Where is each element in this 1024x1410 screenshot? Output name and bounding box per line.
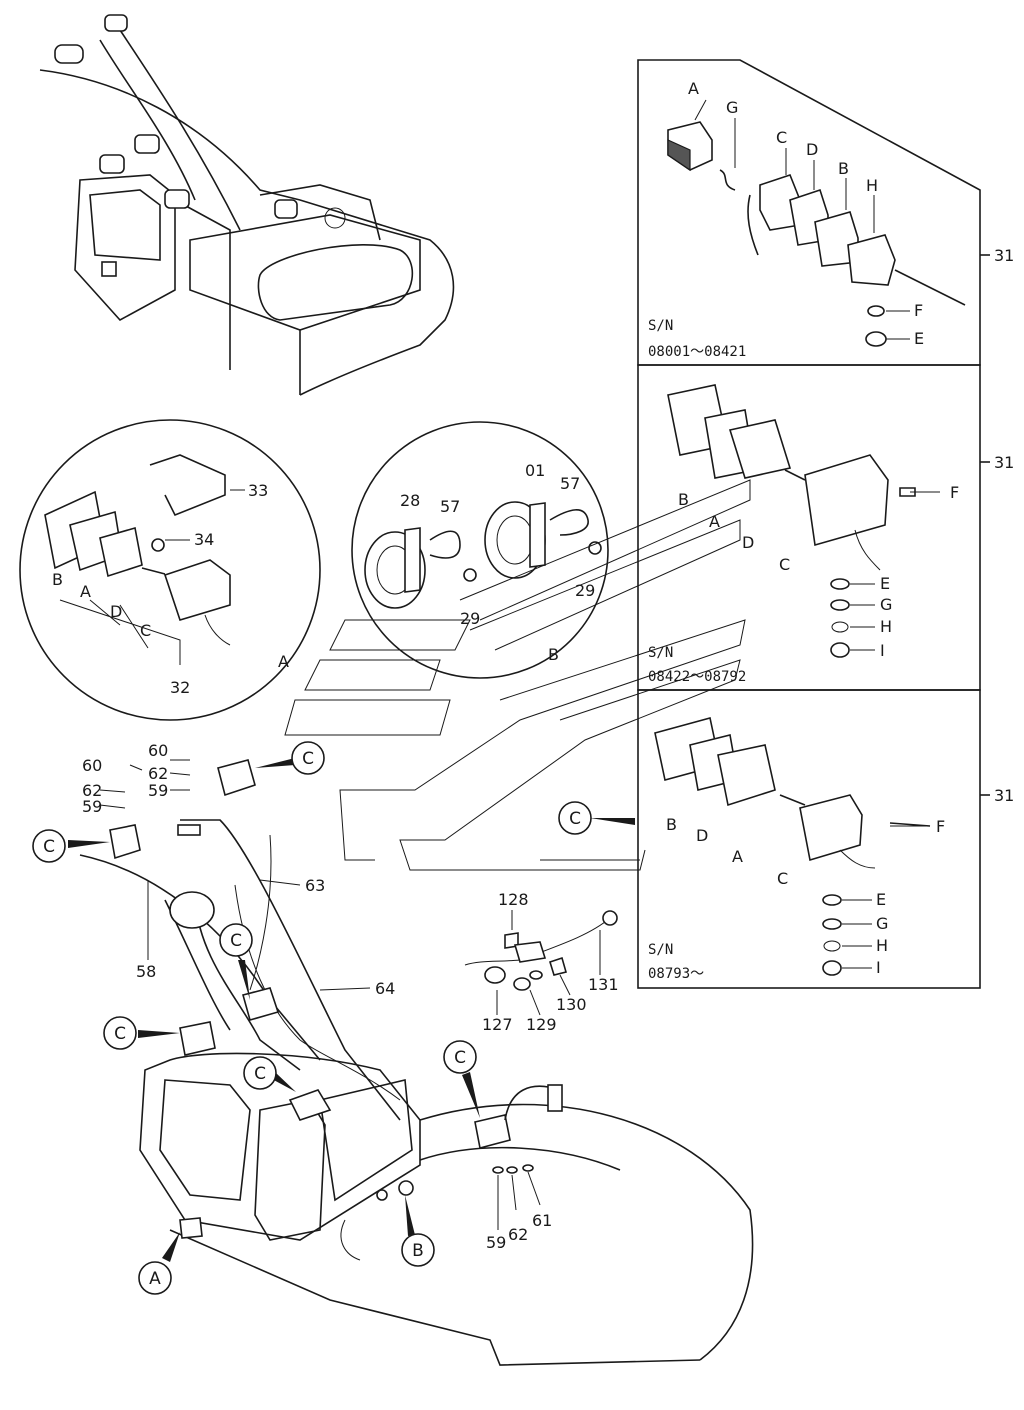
callout-label: C [254,1064,266,1084]
part-letter: D [696,826,708,845]
leader-lines [99,99,940,1230]
part-letter: F [950,483,959,502]
callout-label: A [149,1269,161,1289]
part-letter: G [726,98,738,117]
part-number: 131 [588,975,619,994]
detail-a-circle [19,419,321,721]
part-letter: H [876,936,888,955]
part-letter: E [876,890,886,909]
part-number: 62 [82,781,102,800]
part-letter: C [776,128,787,147]
callout-circle-c1 [291,741,325,775]
part-letter: B [52,570,63,589]
part-letter: F [936,817,945,836]
part-letter: E [880,574,890,593]
part-number: 128 [498,890,529,909]
part-number: 28 [400,491,420,510]
part-number: 129 [526,1015,557,1034]
serial-label: S/N [648,318,673,334]
part-number: 59 [148,781,168,800]
overview-machine [39,14,455,396]
callout-circle-c7 [443,1040,477,1074]
detail-callout: B [548,645,559,664]
part-letter: I [876,958,881,977]
part-number: 29 [460,609,480,628]
callout-circle-c6 [243,1056,277,1090]
part-letter: A [688,79,699,98]
part-number: 127 [482,1015,513,1034]
part-letter: B [838,159,849,178]
serial-range: 08001～08421 [648,344,746,360]
part-number: 34 [194,530,214,549]
serial-range: 08422～08792 [648,669,746,685]
part-letter: F [914,301,923,320]
part-number: 63 [305,876,325,895]
panel-3-lamp [654,717,931,976]
callout-label: C [114,1024,126,1044]
serial-label: S/N [648,942,673,958]
part-letter: A [80,582,91,601]
part-number: 57 [560,474,580,493]
part-letter: H [866,176,878,195]
part-number: 29 [575,581,595,600]
callout-circle-c2 [32,829,66,863]
part-letter: A [709,512,720,531]
part-letter: D [110,602,122,621]
part-number: 59 [82,797,102,816]
part-number: 01 [525,461,545,480]
part-letter: A [732,847,743,866]
part-letter: C [779,555,790,574]
callout-label: B [412,1241,424,1261]
part-number: 58 [136,962,156,981]
callout-circle-c4 [219,923,253,957]
ref-number: 31 [994,786,1014,805]
part-letter: D [806,140,818,159]
serial-label: S/N [648,645,673,661]
part-letter: C [777,869,788,888]
callout-circle-c5 [103,1016,137,1050]
callout-label: C [43,837,55,857]
callout-label: C [230,931,242,951]
part-number: 64 [375,979,395,998]
part-letter: I [880,641,885,660]
ref-number: 31 [994,453,1014,472]
part-letter: H [880,617,892,636]
panel-2-lamp [667,384,916,658]
panel-1-lamp [667,121,966,347]
part-letter: C [140,621,151,640]
part-number: 57 [440,497,460,516]
serial-panels [637,59,990,989]
harness-parts [464,910,618,991]
part-letter: B [678,490,689,509]
detail-b-circle [351,421,609,679]
part-letter: D [742,533,754,552]
callout-b-pointer [284,479,751,871]
part-letter: G [880,595,892,614]
callout-label: C [454,1048,466,1068]
serial-range: 08793～ [648,966,704,982]
callout-arrows [68,758,635,1262]
callout-circle-c3 [558,801,592,835]
callout-circle-a [138,1261,172,1295]
part-number: 62 [148,764,168,783]
main-machine [79,759,754,1366]
ref-number: 31 [994,246,1014,265]
part-number: 59 [486,1233,506,1252]
part-number: 130 [556,995,587,1014]
part-number: 32 [170,678,190,697]
part-letter: B [666,815,677,834]
part-number: 60 [148,741,168,760]
callout-circle-b [401,1233,435,1267]
callout-label: C [302,749,314,769]
part-number: 60 [82,756,102,775]
part-number: 33 [248,481,268,500]
part-number: 61 [532,1211,552,1230]
part-number: 62 [508,1225,528,1244]
callout-label: C [569,809,581,829]
detail-callout: A [278,652,289,671]
part-letter: E [914,329,924,348]
part-letter: G [876,914,888,933]
